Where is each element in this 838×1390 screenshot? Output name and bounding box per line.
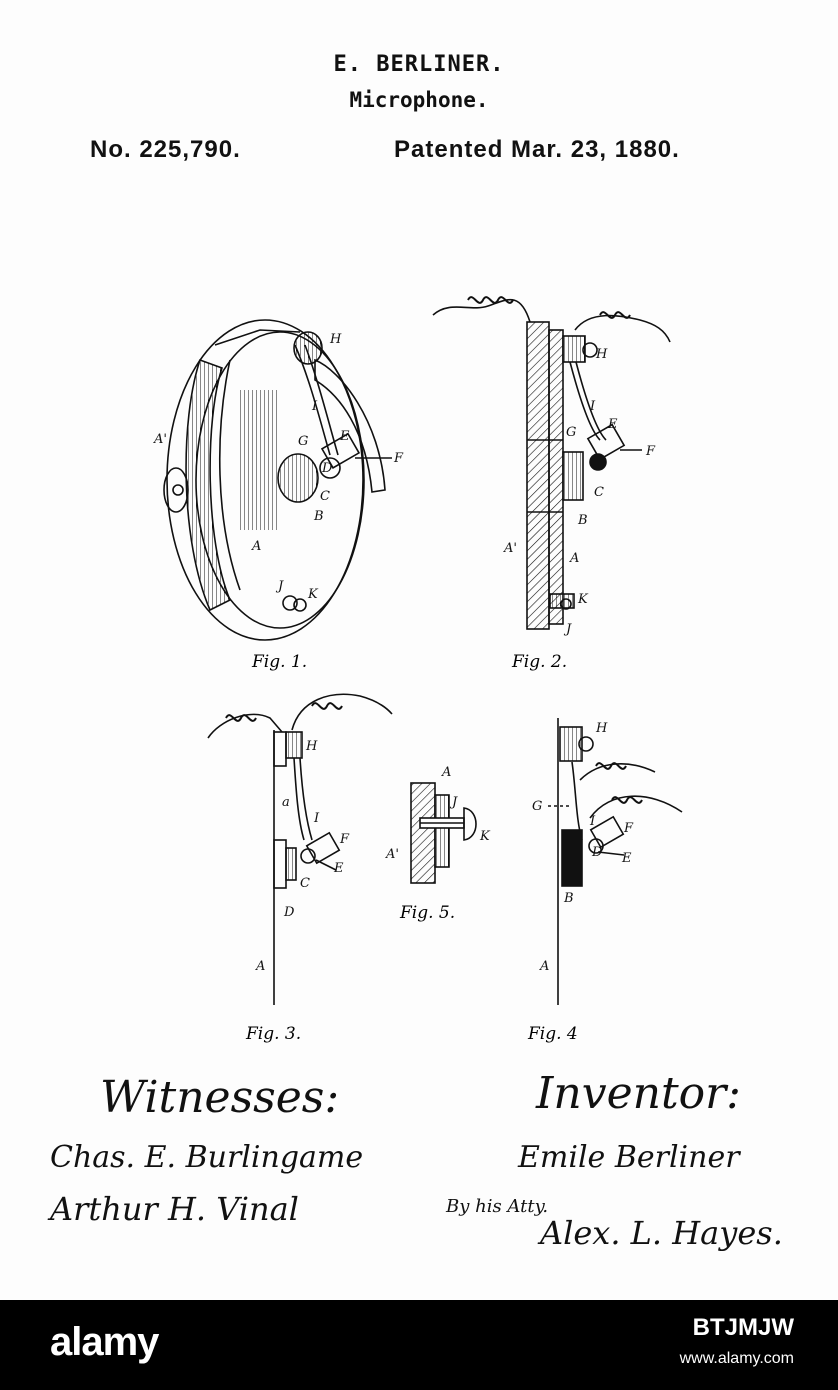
svg-text:J: J (275, 579, 284, 594)
inventor-signature: Emile Berliner (518, 1140, 740, 1175)
svg-text:B: B (313, 509, 324, 524)
svg-text:H: H (595, 347, 608, 362)
svg-text:I: I (589, 814, 596, 829)
svg-text:J: J (563, 622, 572, 637)
attorney-signature: Alex. L. Hayes. (540, 1214, 783, 1252)
svg-text:D: D (283, 905, 295, 920)
image-id: BTJMJW (693, 1314, 794, 1342)
inventor-heading: Inventor: (536, 1068, 741, 1119)
svg-text:B: B (577, 513, 588, 528)
brand-logo: alamy (50, 1320, 158, 1365)
svg-text:C: C (320, 489, 330, 504)
witness-signature-2: Arthur H. Vinal (50, 1190, 299, 1228)
svg-text:A: A (251, 539, 261, 554)
svg-text:E: E (607, 417, 618, 432)
svg-text:G: G (566, 425, 576, 440)
watermark-footer: alamy BTJMJW www.alamy.com (0, 1300, 838, 1390)
svg-text:I: I (313, 811, 320, 826)
svg-text:F: F (393, 451, 404, 466)
svg-text:B: B (563, 891, 574, 906)
svg-text:H: H (305, 739, 318, 754)
svg-text:D: D (321, 461, 333, 476)
svg-text:A': A' (503, 541, 517, 556)
svg-text:K: K (577, 592, 589, 607)
svg-text:a: a (282, 795, 290, 810)
svg-text:E: E (621, 851, 632, 866)
svg-text:A: A (539, 959, 549, 974)
svg-text:F: F (623, 821, 634, 836)
witness-signature-1: Chas. E. Burlingame (50, 1140, 363, 1175)
svg-text:G: G (298, 434, 308, 449)
figure-4-letters: H G I F D E B A (532, 721, 634, 974)
svg-text:J: J (449, 795, 458, 810)
figure-2-drawing (433, 297, 670, 629)
site-url: www.alamy.com (680, 1350, 794, 1368)
figure-3-letters: H a I F E C D A (255, 739, 350, 974)
svg-text:D: D (591, 845, 603, 860)
patent-sheet: E. BERLINER. Microphone. No. 225,790. Pa… (0, 0, 838, 1300)
svg-text:F: F (339, 832, 350, 847)
svg-text:C: C (300, 876, 310, 891)
fig2-caption: Fig. 2. (511, 652, 567, 672)
svg-text:E: E (333, 861, 344, 876)
svg-text:G: G (532, 799, 542, 814)
by-attorney-label: By his Atty. (446, 1196, 548, 1217)
svg-text:K: K (307, 587, 319, 602)
svg-text:A: A (255, 959, 265, 974)
fig1-caption: Fig. 1. (251, 652, 307, 672)
figure-3-drawing (208, 694, 392, 1005)
fig5-caption: Fig. 5. (399, 903, 455, 923)
svg-text:F: F (645, 444, 656, 459)
svg-text:K: K (479, 829, 491, 844)
svg-text:A': A' (385, 847, 399, 862)
fig4-caption: Fig. 4 (527, 1024, 578, 1044)
svg-text:A: A (441, 765, 451, 780)
svg-text:C: C (594, 485, 604, 500)
svg-text:I: I (589, 399, 596, 414)
svg-text:H: H (329, 332, 342, 347)
svg-text:A': A' (153, 432, 167, 447)
svg-text:H: H (595, 721, 608, 736)
figure-5-drawing (411, 783, 476, 883)
svg-text:A: A (569, 551, 579, 566)
fig3-caption: Fig. 3. (245, 1024, 301, 1044)
svg-text:I: I (311, 399, 318, 414)
figure-4-drawing (548, 718, 682, 1005)
svg-text:E: E (339, 429, 350, 444)
witnesses-heading: Witnesses: (100, 1072, 339, 1123)
